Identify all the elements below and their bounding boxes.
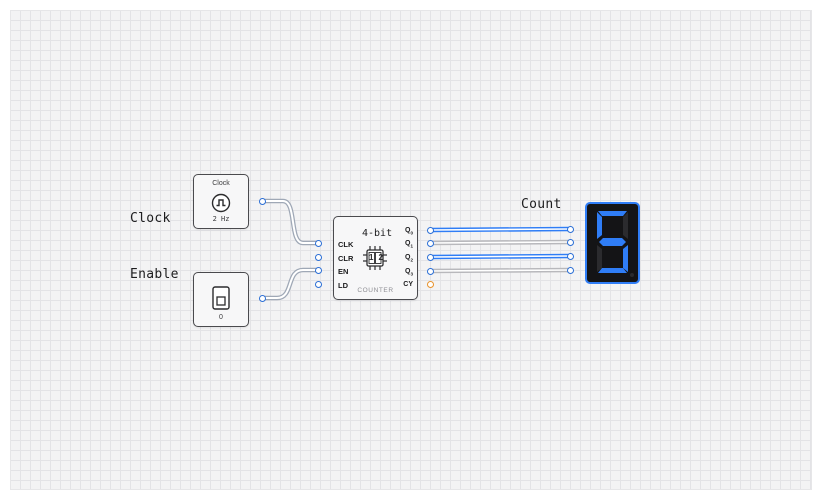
- pin-q0[interactable]: [427, 227, 434, 234]
- clock-title: Clock: [212, 180, 230, 187]
- display-pin-2[interactable]: [567, 253, 574, 260]
- display-pin-3[interactable]: [567, 267, 574, 274]
- pin-en[interactable]: [315, 267, 322, 274]
- segment-a: [598, 211, 627, 216]
- switch-output-pin[interactable]: [259, 295, 266, 302]
- toggle-switch-icon: [212, 286, 230, 310]
- display-pin-0[interactable]: [567, 226, 574, 233]
- enable-switch[interactable]: 0: [193, 272, 249, 327]
- count-label: Count: [521, 197, 562, 212]
- clock-output-pin[interactable]: [259, 198, 266, 205]
- display-pin-1[interactable]: [567, 239, 574, 246]
- square-wave-icon: [211, 193, 231, 213]
- seven-segment-digit: [597, 211, 634, 277]
- port-ld: LD: [338, 281, 348, 290]
- pin-ld[interactable]: [315, 281, 322, 288]
- port-q3: Q3: [405, 268, 413, 277]
- port-clk: CLK: [338, 240, 354, 249]
- port-q1: Q1: [405, 240, 413, 249]
- pin-q2[interactable]: [427, 254, 434, 261]
- pin-clk[interactable]: [315, 240, 322, 247]
- clock-component[interactable]: Clock 2 Hz: [193, 174, 249, 229]
- counter-name: COUNTER: [357, 287, 394, 294]
- port-clr: CLR: [338, 254, 354, 263]
- counter-chip-icon: [363, 246, 387, 270]
- port-cy: CY: [403, 281, 413, 288]
- segment-g: [599, 238, 626, 246]
- segment-e: [597, 245, 602, 272]
- decimal-point: [630, 273, 634, 277]
- port-q2: Q2: [405, 254, 413, 263]
- port-q0: Q0: [405, 227, 413, 236]
- switch-value: 0: [219, 314, 223, 321]
- pin-q1[interactable]: [427, 240, 434, 247]
- enable-label: Enable: [130, 267, 179, 282]
- pin-cy[interactable]: [427, 281, 434, 288]
- segment-f: [597, 212, 602, 239]
- clock-frequency: 2 Hz: [212, 215, 230, 223]
- seven-segment-display[interactable]: [585, 202, 640, 284]
- segment-d: [598, 268, 627, 273]
- pin-q3[interactable]: [427, 268, 434, 275]
- clock-label: Clock: [130, 211, 171, 226]
- port-en: EN: [338, 267, 349, 276]
- segment-b: [623, 212, 628, 239]
- counter-bits: 4-bit: [362, 228, 393, 239]
- segment-c: [623, 245, 628, 272]
- pin-clr[interactable]: [315, 254, 322, 261]
